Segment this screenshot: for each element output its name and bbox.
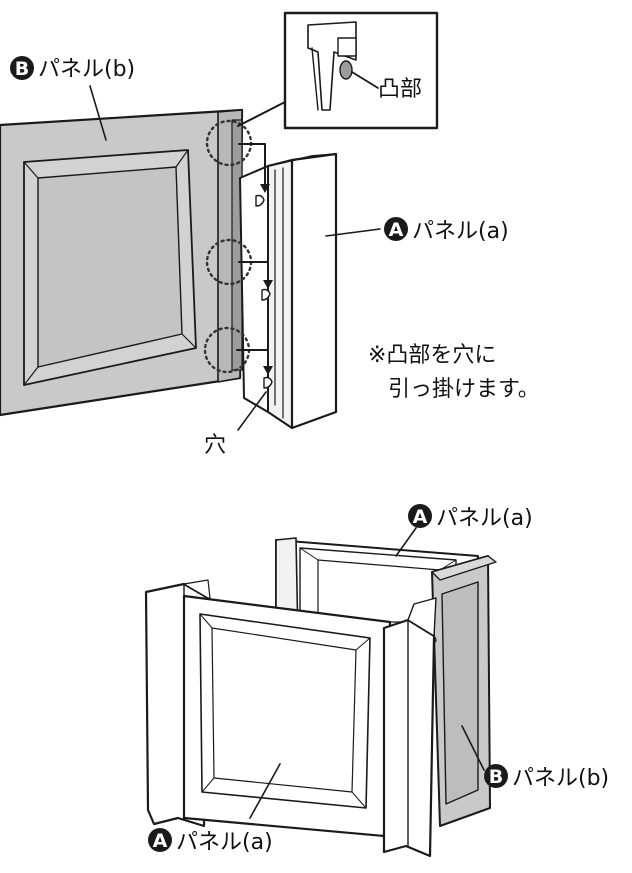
label-panel-a-top: A パネル(a) — [325, 217, 509, 244]
note-line-2: 引っ掛けます。 — [388, 377, 540, 402]
panel-a-front-text: パネル(a) — [176, 830, 273, 855]
panel-a-top — [239, 152, 338, 430]
svg-text:A: A — [389, 219, 404, 241]
label-panel-b-top: B パネル(b) — [10, 56, 135, 141]
panel-a-back-text: パネル(a) — [436, 506, 533, 531]
callout-label: 凸部 — [378, 77, 422, 102]
panel-a-front — [144, 579, 437, 858]
svg-text:A: A — [153, 830, 168, 852]
panel-b-top — [0, 108, 244, 417]
callout-box — [237, 11, 439, 130]
svg-text:B: B — [489, 766, 503, 788]
insert-arrows — [236, 143, 269, 373]
panel-b-right-text: パネル(b) — [512, 766, 609, 791]
hole-label: 穴 — [204, 433, 226, 458]
svg-text:A: A — [413, 506, 428, 528]
label-hole: 穴 — [204, 391, 267, 458]
label-panel-a-front: A パネル(a) — [148, 763, 281, 855]
panel-b-right — [419, 555, 497, 827]
panel-a-top-text: パネル(a) — [412, 219, 509, 244]
panel-b-top-text: パネル(b) — [38, 57, 135, 82]
label-panel-b-right: B パネル(b) — [461, 725, 609, 791]
svg-text:B: B — [15, 58, 29, 80]
note-line-1: ※凸部を穴に — [368, 343, 496, 368]
label-panel-a-back: A パネル(a) — [395, 504, 533, 557]
arrow-heads — [260, 184, 273, 375]
